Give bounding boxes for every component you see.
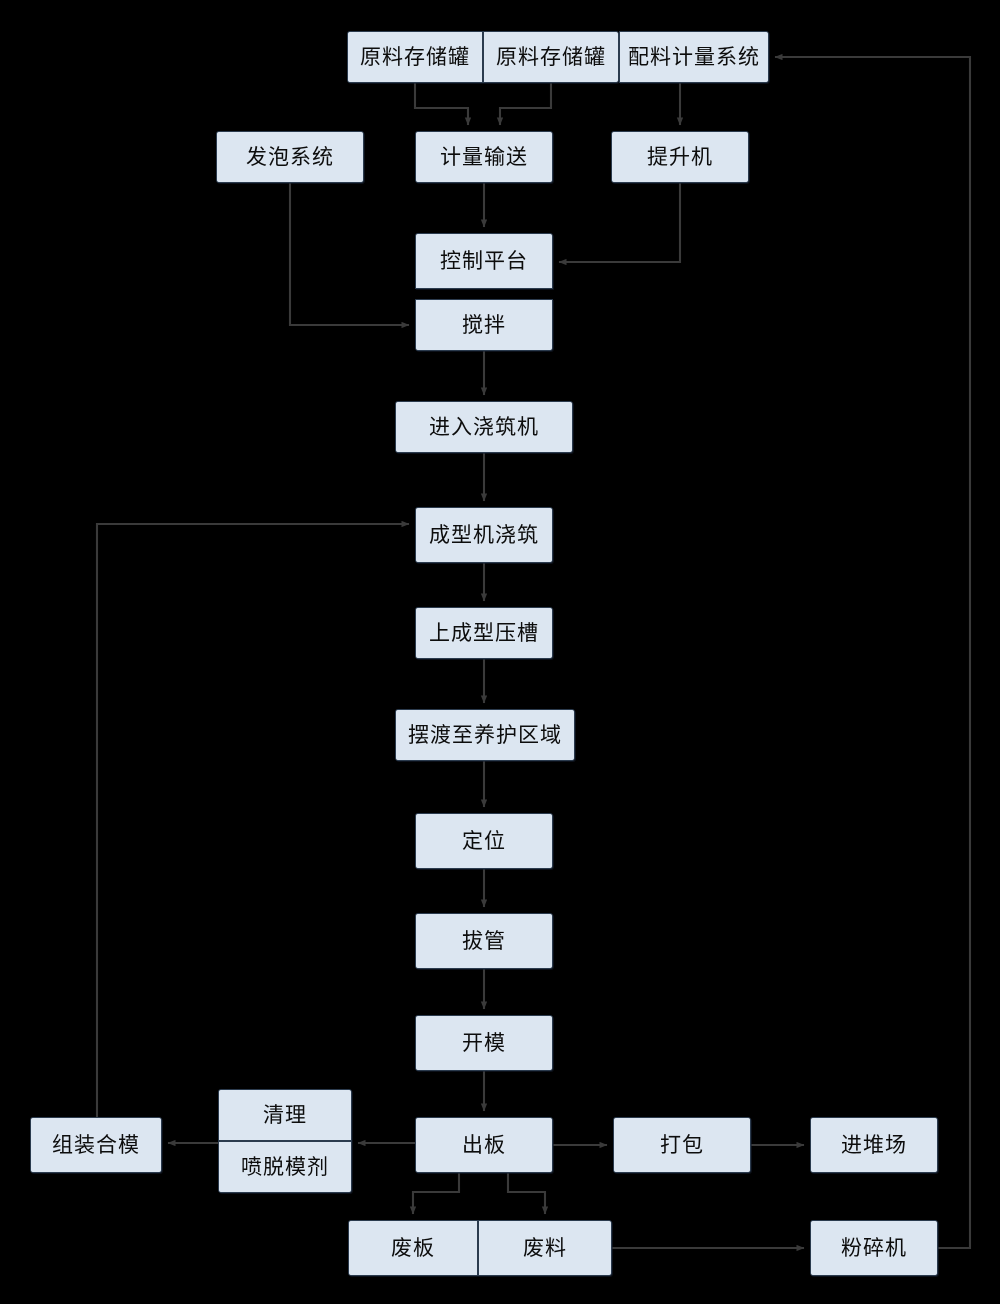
- flow-node-out_board[interactable]: 出板: [415, 1117, 553, 1173]
- flow-node-control_pf[interactable]: 控制平台: [415, 233, 553, 289]
- flow-node-meter_conv[interactable]: 计量输送: [415, 131, 553, 183]
- flow-node-clean[interactable]: 清理: [218, 1089, 352, 1141]
- flow-node-batch_sys[interactable]: 配料计量系统: [619, 31, 769, 83]
- flow-node-raw_tank_1[interactable]: 原料存储罐: [347, 31, 483, 83]
- flow-node-locate[interactable]: 定位: [415, 813, 553, 869]
- flow-node-waste_board[interactable]: 废板: [348, 1220, 478, 1276]
- flow-node-foam_sys[interactable]: 发泡系统: [216, 131, 364, 183]
- flow-node-spray_rel[interactable]: 喷脱模剂: [218, 1141, 352, 1193]
- flow-node-ferry_cure[interactable]: 摆渡至养护区域: [395, 709, 575, 761]
- flow-node-waste_mat[interactable]: 废料: [478, 1220, 612, 1276]
- flow-node-crusher[interactable]: 粉碎机: [810, 1220, 938, 1276]
- flow-connector: [413, 83, 472, 126]
- flow-connector: [558, 183, 682, 266]
- flow-node-pull_tube[interactable]: 拔管: [415, 913, 553, 969]
- flow-node-to_yard[interactable]: 进堆场: [810, 1117, 938, 1173]
- flow-connector: [774, 53, 972, 1250]
- flow-connector: [95, 520, 410, 1117]
- flow-node-packing[interactable]: 打包: [613, 1117, 751, 1173]
- flow-node-open_mold[interactable]: 开模: [415, 1015, 553, 1071]
- flow-node-press_slot[interactable]: 上成型压槽: [415, 607, 553, 659]
- flow-connector: [288, 183, 410, 329]
- flow-node-form_cast[interactable]: 成型机浇筑: [415, 507, 553, 563]
- flow-node-assemble[interactable]: 组装合模: [30, 1117, 162, 1173]
- flow-node-elevator[interactable]: 提升机: [611, 131, 749, 183]
- flow-connector: [506, 1173, 549, 1215]
- flow-node-mixing[interactable]: 搅拌: [415, 299, 553, 351]
- flow-node-raw_tank_2[interactable]: 原料存储罐: [483, 31, 619, 83]
- flow-node-into_caster[interactable]: 进入浇筑机: [395, 401, 573, 453]
- flow-connector: [409, 1173, 461, 1215]
- flow-connector: [496, 83, 553, 126]
